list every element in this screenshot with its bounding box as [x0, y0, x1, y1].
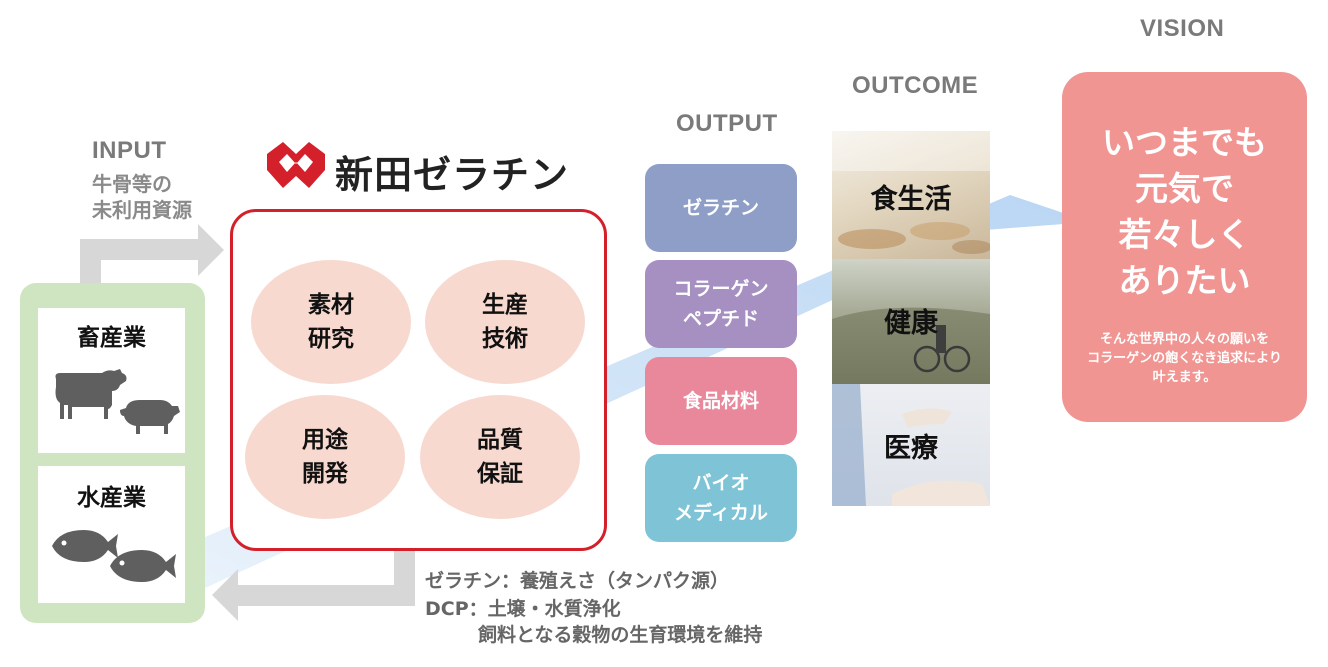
outcome-diet-label: 食生活	[870, 184, 952, 215]
cow-icon	[55, 369, 127, 419]
return-note-feed: 飼料となる穀物の生育環境を維持	[478, 624, 763, 646]
company-logo-icon	[267, 142, 325, 188]
input-header: INPUT	[92, 137, 167, 164]
source-panel: 畜産業 水産業	[20, 283, 205, 623]
input-subtitle-2: 未利用資源	[92, 198, 192, 222]
output-collagen-peptide: コラーゲン ペプチド	[645, 260, 797, 348]
food-image	[832, 131, 990, 254]
source-livestock: 畜産業	[38, 308, 185, 453]
fish-icon	[110, 550, 176, 582]
source-fishery: 水産業	[38, 466, 185, 603]
pig-icon	[120, 400, 180, 434]
fish-icon	[52, 530, 118, 562]
return-arrow-horizontal	[236, 585, 415, 606]
core-production: 生産 技術	[425, 260, 585, 384]
medical-image	[832, 384, 990, 506]
core-development: 用途 開発	[245, 395, 405, 519]
vision-description: そんな世界中の人々の願いを コラーゲンの飽くなき追求により 叶えます。	[1087, 332, 1282, 385]
source-livestock-label: 畜産業	[77, 325, 146, 351]
company-name: 新田ゼラチン	[335, 153, 570, 197]
cycling-image	[832, 307, 990, 384]
outcome-medical-photo: 医療	[832, 384, 990, 506]
return-note-dcp: DCP：土壌・水質浄化	[425, 598, 621, 620]
core-quality: 品質 保証	[420, 395, 580, 519]
outcome-header: OUTCOME	[852, 72, 979, 99]
output-food-ingredients: 食品材料	[645, 357, 797, 445]
vision-card: いつまでも 元気で 若々しく ありたい そんな世界中の人々の願いを コラーゲンの…	[1062, 72, 1307, 422]
return-note-gelatin: ゼラチン：養殖えさ（タンパク源）	[425, 570, 730, 592]
vision-statement: いつまでも 元気で 若々しく ありたい	[1102, 123, 1267, 300]
source-fishery-label: 水産業	[77, 485, 146, 511]
outcome-health-label: 健康	[884, 308, 938, 339]
input-arrow-horizontal	[80, 239, 200, 260]
outcome-health-photo: 健康	[832, 259, 990, 384]
input-subtitle-1: 牛骨等の	[92, 172, 172, 196]
vision-header: VISION	[1140, 15, 1225, 42]
output-biomedical: バイオ メディカル	[645, 454, 797, 542]
outcome-medical-label: 医療	[884, 433, 938, 464]
return-arrow-head	[212, 569, 238, 621]
input-arrow-head	[198, 224, 224, 276]
outcome-diet-photo: 食生活	[832, 131, 990, 259]
core-research: 素材 研究	[251, 260, 411, 384]
company-core-box: 素材 研究 生産 技術 用途 開発 品質 保証	[230, 209, 607, 551]
output-gelatin: ゼラチン	[645, 164, 797, 252]
output-header: OUTPUT	[676, 110, 778, 137]
